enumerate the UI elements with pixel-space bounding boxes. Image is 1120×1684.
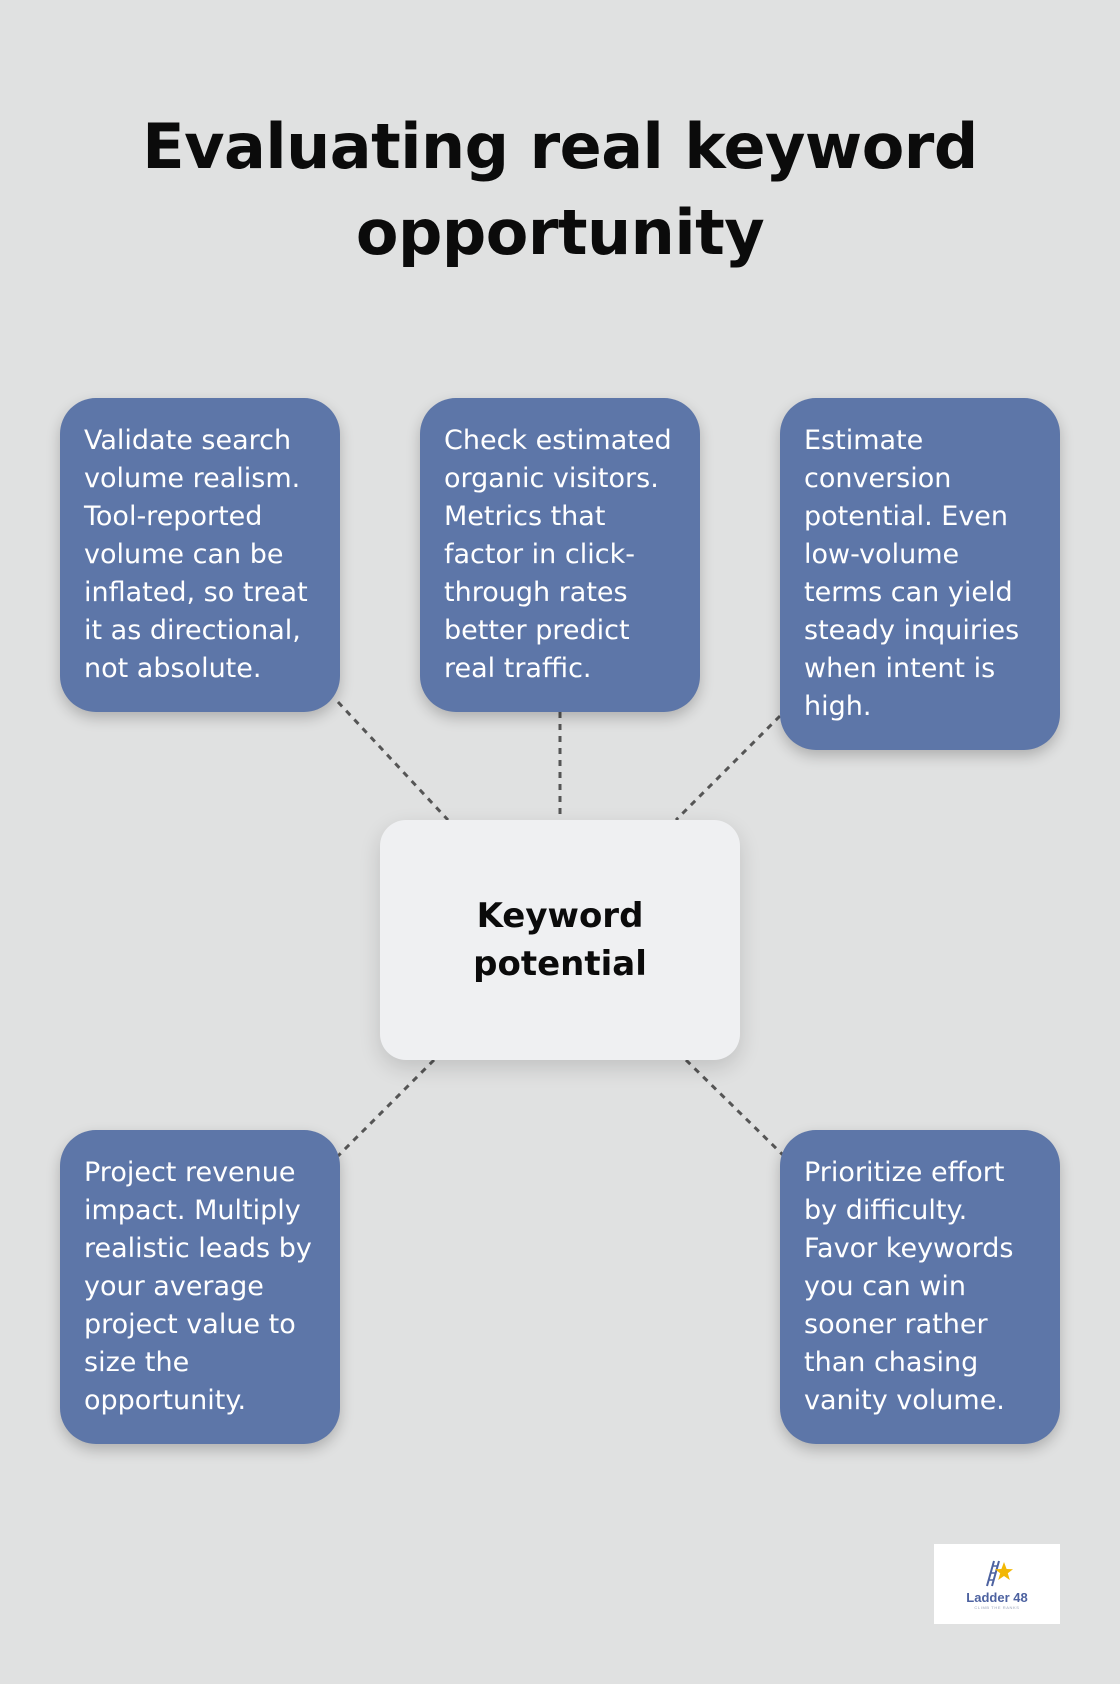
center-node: Keyword potential [380,820,740,1060]
logo-wordmark: Ladder 48 [966,1590,1028,1605]
card-validate-search-volume: Validate search volume realism. Tool-rep… [60,398,340,712]
brand-logo: Ladder 48 CLIMB THE RANKS [934,1544,1060,1624]
center-node-label: Keyword potential [473,896,647,984]
connector-conversion [674,714,782,822]
card-revenue-impact: Project revenue impact. Multiply realist… [60,1130,340,1444]
card-conversion-potential: Estimate conversion potential. Even low-… [780,398,1060,750]
page-title: Evaluating real keyword opportunity [142,110,978,269]
card-prioritize-difficulty: Prioritize effort by difficulty. Favor k… [780,1130,1060,1444]
ladder-star-icon [986,1560,1013,1587]
card-estimated-organic-visitors: Check estimated organic visitors. Metric… [420,398,700,712]
connector-validate [336,700,450,822]
connector-revenue [336,1058,436,1158]
connector-difficulty [684,1058,786,1158]
logo-tagline: CLIMB THE RANKS [974,1605,1020,1610]
